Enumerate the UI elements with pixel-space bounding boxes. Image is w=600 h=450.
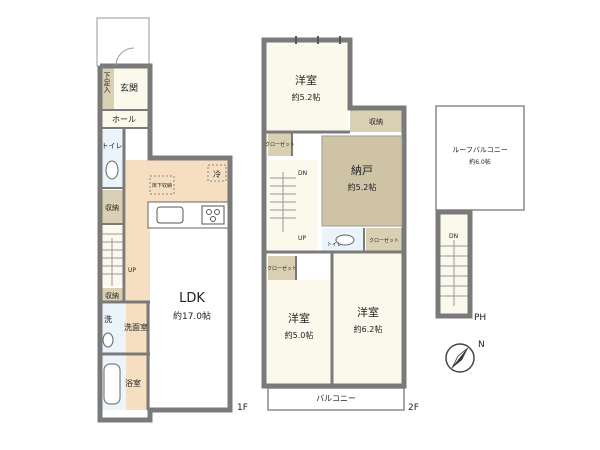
underfloor-storage-label: 床下収納: [152, 182, 172, 189]
walls-1f: [97, 63, 233, 423]
roof-balcony-area: [435, 105, 525, 211]
storage-2f-label: 収納: [369, 117, 383, 126]
nando-area: [322, 136, 402, 226]
fridge-label: 冷: [213, 169, 221, 179]
toilet-2f-fixture-icon: [335, 234, 355, 246]
western-left-size-label: 約5.0帖: [285, 330, 314, 340]
toilet-2f-label: トイレ: [327, 242, 342, 248]
western-right-area: [334, 254, 404, 384]
stairs-ph: [440, 240, 468, 306]
western-top-label: 洋室: [295, 73, 317, 87]
stairs-dn-2f-label: DN: [298, 170, 307, 177]
walls-ph: [435, 209, 473, 319]
floor-2f: [261, 36, 407, 411]
bath-label: 浴室: [125, 378, 141, 388]
windows-2f: [295, 36, 341, 44]
burner-icon: [206, 209, 212, 215]
closet-a-label: クローゼット: [265, 141, 295, 148]
burner-icon: [210, 216, 216, 222]
western-top-size-label: 約5.2帖: [292, 92, 321, 102]
ldk-label: LDK: [179, 291, 205, 306]
storage-2f-area: [350, 110, 402, 132]
stairs-up-2f-label: UP: [298, 235, 306, 242]
floor-roof: [435, 105, 525, 319]
closet-a-area: [268, 132, 292, 156]
walls-2f: [261, 37, 407, 389]
bathtub-icon: [103, 363, 121, 405]
washbasin-icon: [102, 332, 114, 348]
storage-b-area: [100, 288, 124, 302]
stairs-dn-ph-label: DN: [449, 233, 458, 240]
balcony-label: バルコニー: [316, 394, 356, 403]
floor-1f-label: 1F: [237, 403, 248, 413]
closet-b-label: クローゼット: [369, 237, 399, 244]
nando-label: 納戸: [351, 164, 373, 177]
ldk-area: [126, 160, 230, 410]
entrance-label: 玄関: [120, 82, 138, 94]
ldk-size-label: 約17.0帖: [173, 310, 211, 322]
western-left-area: [266, 280, 332, 384]
western-right-label: 洋室: [357, 305, 379, 319]
stairs-2f: [270, 172, 296, 232]
burner-icon: [214, 209, 220, 215]
porch: [96, 17, 150, 67]
hall-area: [100, 110, 150, 128]
western-left-label: 洋室: [288, 311, 310, 325]
floor-ph-label: PH: [474, 313, 486, 323]
roof-balcony-size-label: 約6.0帖: [469, 158, 491, 166]
toilet-1f-label: トイレ: [102, 142, 123, 150]
fridge-box: [207, 164, 227, 182]
closet-b-area: [366, 228, 402, 252]
shoe-storage-label: 下足入: [103, 72, 111, 93]
washroom-label: 洗面室: [124, 322, 148, 332]
western-top-area: [266, 40, 348, 130]
closet-c-area: [268, 256, 296, 280]
stove-icon: [201, 205, 225, 225]
storage-a-area: [100, 190, 124, 224]
sink-icon: [156, 206, 184, 224]
roof-balcony-label: ルーフバルコニー: [452, 146, 507, 154]
underfloor-storage-box: [149, 175, 175, 195]
storage-b-label: 収納: [105, 291, 119, 300]
storage-a-label: 収納: [105, 203, 119, 212]
floor-1f: [96, 17, 233, 423]
stairs-1f: [100, 233, 124, 286]
western-right-size-label: 約6.2帖: [354, 324, 383, 334]
hall-label: ホール: [112, 115, 136, 124]
hall-2f-area: [268, 160, 318, 250]
washer-label: 洗: [104, 314, 112, 324]
stairs-up-1f-label: UP: [128, 267, 136, 274]
shoe-storage-area: [100, 68, 114, 110]
north-arrow-icon: [445, 343, 475, 373]
entrance-door-arc: [115, 47, 135, 67]
toilet-fixture-icon: [105, 160, 119, 180]
floor-2f-label: 2F: [408, 403, 419, 413]
closet-c-label: クローゼット: [267, 265, 297, 272]
nando-size-label: 約5.2帖: [348, 182, 377, 192]
compass-label: N: [478, 340, 485, 350]
